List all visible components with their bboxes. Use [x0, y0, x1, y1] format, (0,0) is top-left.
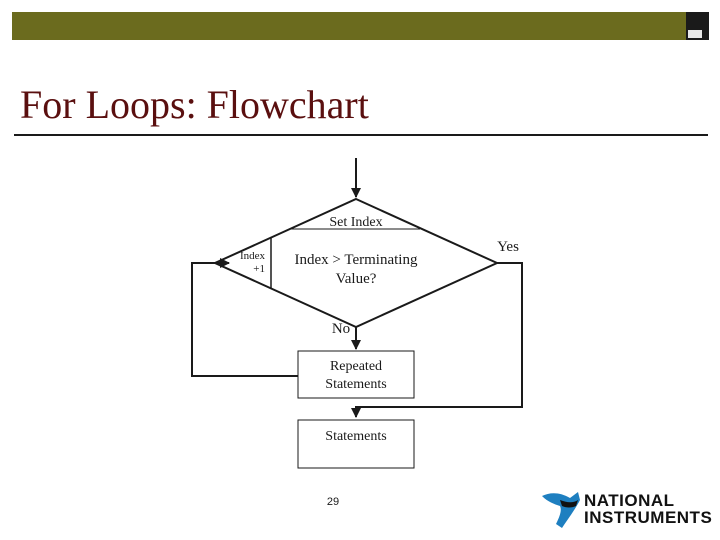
national-instruments-logo	[542, 492, 580, 528]
logo-line-instruments: INSTRUMENTS	[584, 508, 713, 527]
title-divider	[14, 134, 708, 136]
yes-label: Yes	[497, 239, 519, 255]
slide-title: For Loops: Flowchart	[20, 82, 369, 127]
top-banner-olive-band	[12, 12, 686, 40]
top-banner-corner-notch	[688, 30, 702, 38]
eagle-icon	[542, 492, 580, 528]
repeated-statements-line2: Statements	[325, 377, 386, 392]
condition-label-line1: Index > Terminating	[295, 252, 418, 268]
page-number: 29	[326, 496, 340, 508]
repeated-statements-line1: Repeated	[330, 359, 382, 374]
statements-box	[297, 419, 415, 469]
yes-arrow	[351, 262, 523, 418]
index-increment-label: Index	[240, 250, 266, 262]
logo-line-national: NATIONAL	[584, 491, 675, 510]
top-banner-corner-block	[686, 12, 709, 22]
statements-label: Statements	[325, 429, 386, 444]
repeated-statements-box	[297, 350, 415, 399]
condition-label-line2: Value?	[336, 271, 377, 287]
loop-back-arrow	[191, 258, 298, 377]
top-banner	[12, 12, 709, 40]
index-increment-value: +1	[253, 263, 265, 275]
no-label: No	[332, 321, 350, 337]
national-instruments-wordmark: NATIONAL INSTRUMENTS	[584, 492, 712, 526]
set-index-label: Set Index	[329, 215, 382, 230]
